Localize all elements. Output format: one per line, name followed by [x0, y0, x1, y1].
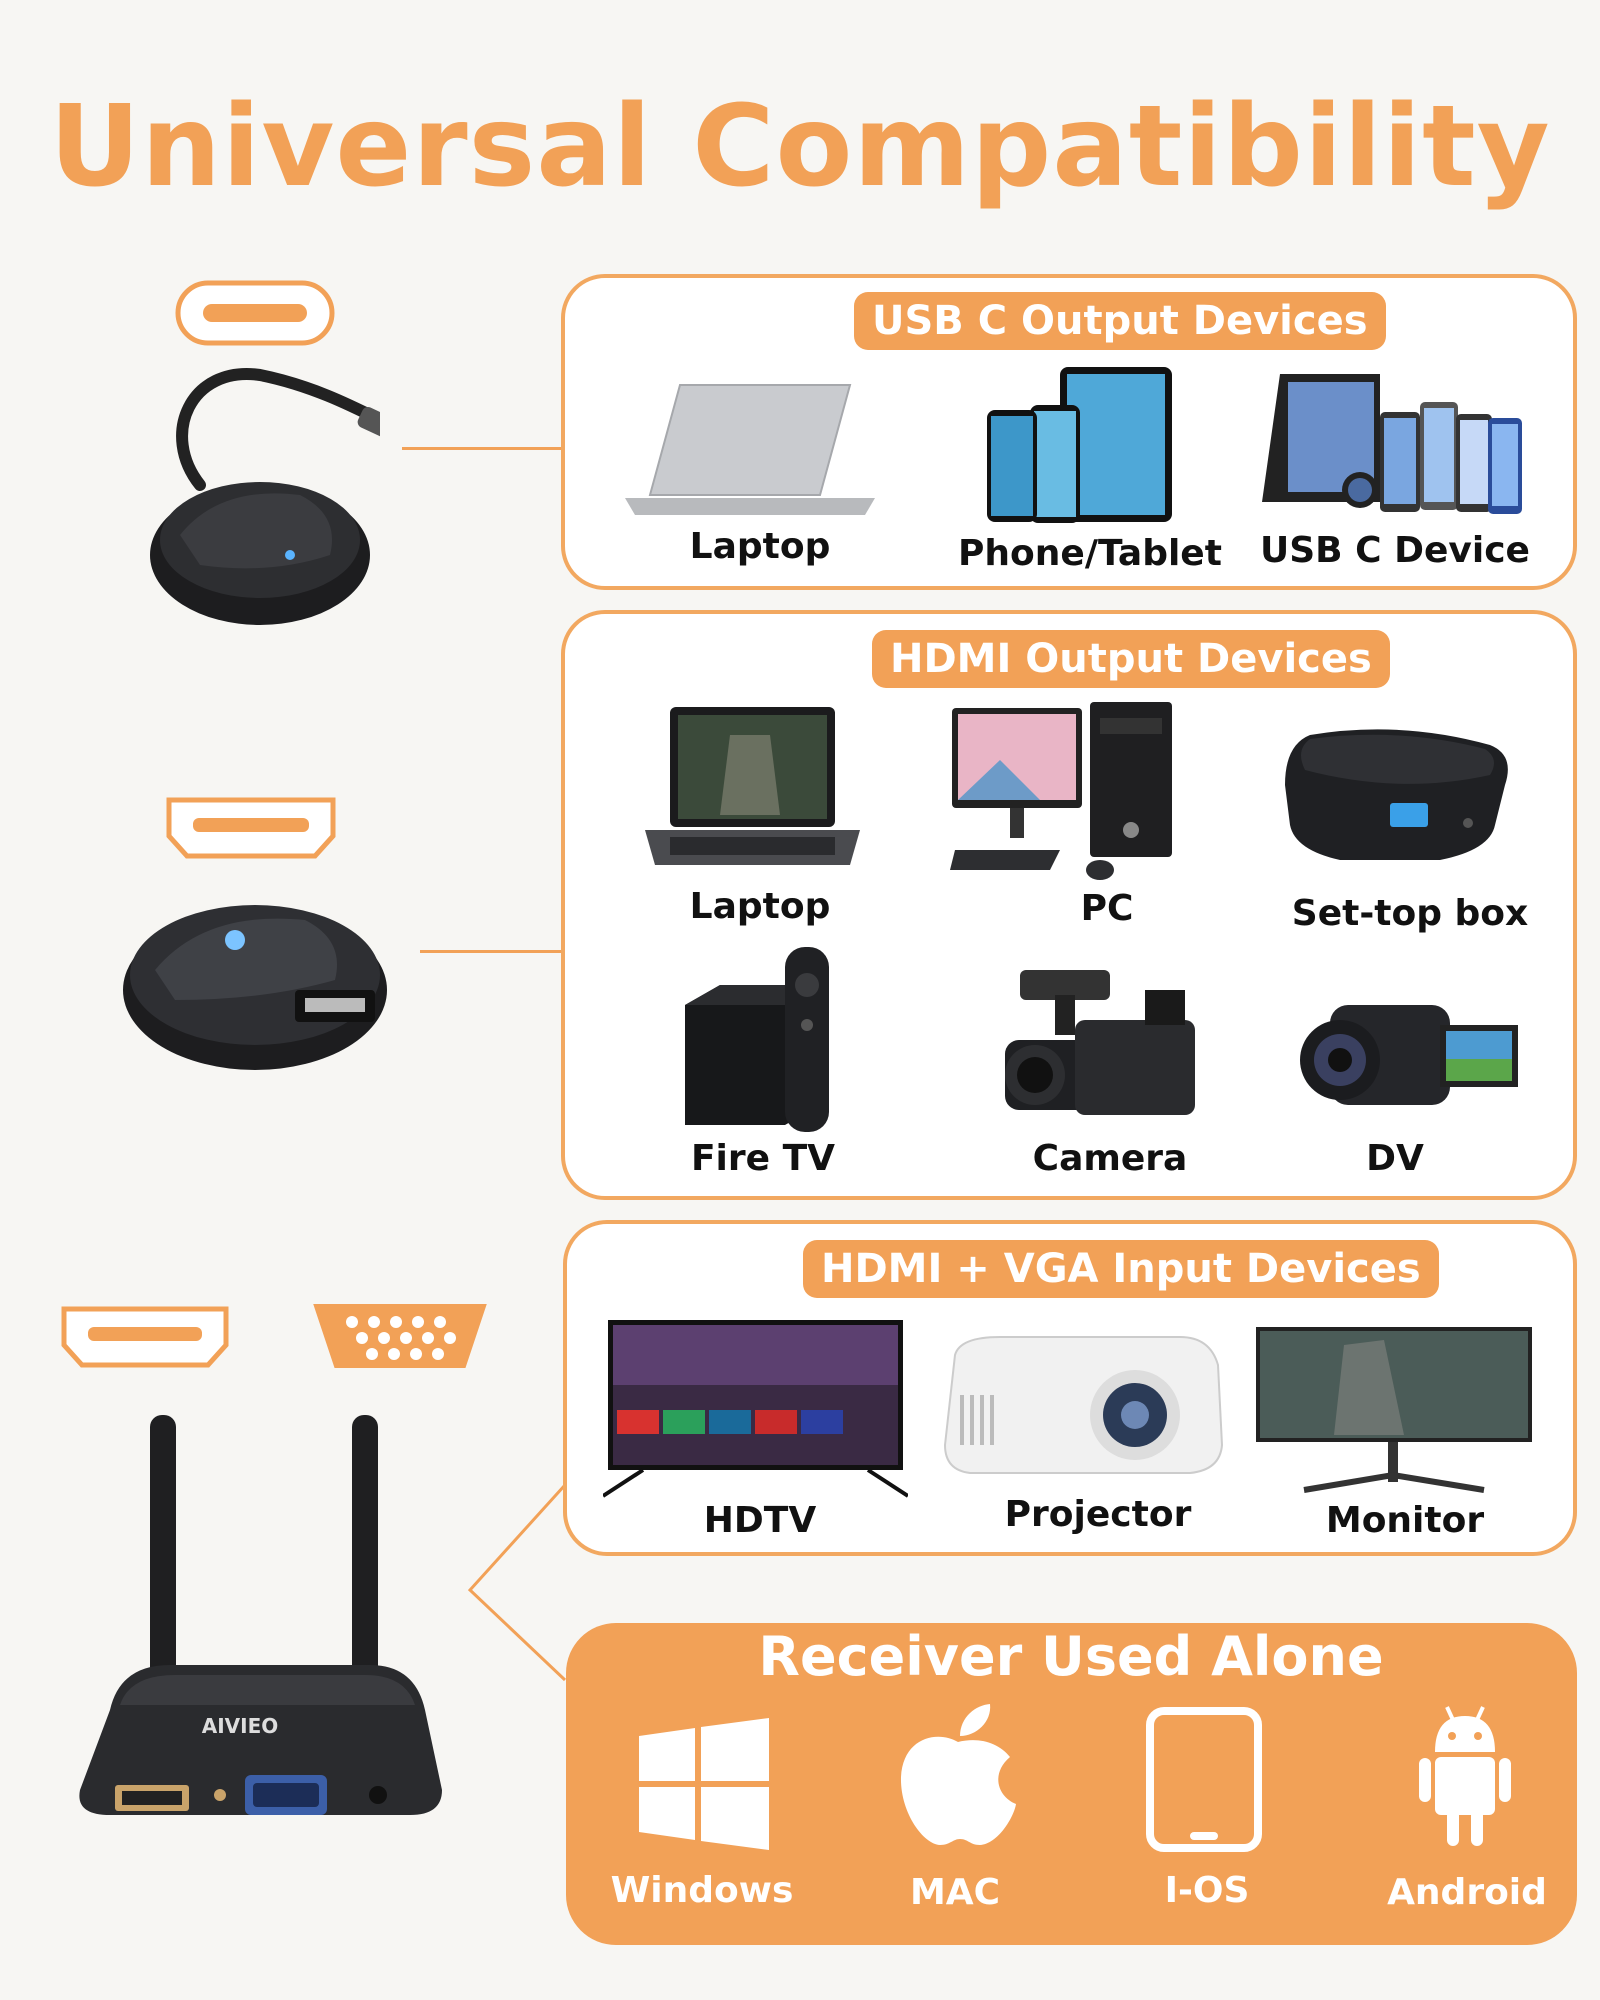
- camera-icon: [1005, 970, 1195, 1115]
- set-top-box-icon: [1285, 729, 1508, 860]
- device-label: Laptop: [689, 886, 831, 927]
- device-label: USB C Device: [1260, 530, 1530, 571]
- usb-c-panel-label: USB C Output Devices: [854, 292, 1386, 350]
- device-label: Laptop: [689, 526, 831, 567]
- device-label: Phone/Tablet: [958, 533, 1222, 574]
- connector-line-hdmi: [420, 950, 564, 953]
- tablet-icon: [1146, 1707, 1262, 1852]
- usb-c-port-icon: [175, 280, 335, 346]
- device-label: Camera: [1032, 1138, 1188, 1179]
- hdmi-output-panel-label: HDMI Output Devices: [872, 630, 1390, 688]
- hdmi-transmitter-icon: [123, 905, 387, 1070]
- device-label: HDTV: [703, 1500, 817, 1541]
- device-label: Fire TV: [690, 1138, 836, 1179]
- page-title: Universal Compatibility: [49, 82, 1551, 212]
- usb-c-transmitter-icon: [150, 368, 380, 625]
- device-label: Monitor: [1325, 1500, 1485, 1541]
- laptop-icon: [625, 384, 875, 515]
- phone-tablet-icon: [987, 367, 1172, 523]
- brand-logo: AIVIEO: [201, 1714, 279, 1738]
- connector-line-usbc: [402, 447, 562, 450]
- android-icon: [1419, 1706, 1511, 1846]
- tv-icon: [603, 1320, 908, 1498]
- device-label: Set-top box: [1291, 893, 1529, 934]
- input-panel-label: HDMI + VGA Input Devices: [803, 1240, 1439, 1298]
- os-label: Android: [1387, 1872, 1547, 1913]
- fire-tv-icon: [685, 947, 829, 1132]
- receiver-alone-title: Receiver Used Alone: [758, 1625, 1384, 1688]
- receiver-alone-panel: [566, 1623, 1577, 1945]
- desktop-pc-icon: [950, 702, 1172, 880]
- device-label: DV: [1366, 1138, 1424, 1179]
- vga-port-icon: [313, 1304, 487, 1368]
- connector-line-receiver: [467, 1483, 567, 1682]
- device-label: Projector: [1004, 1494, 1192, 1535]
- receiver-icon: [79, 1415, 442, 1815]
- camcorder-icon: [1300, 1005, 1518, 1105]
- hdmi-port-icon: [166, 797, 336, 859]
- os-label: Windows: [610, 1870, 794, 1911]
- monitor-icon: [1256, 1327, 1532, 1493]
- os-label: I-OS: [1164, 1870, 1250, 1911]
- laptop-icon: [645, 707, 860, 865]
- windows-icon: [639, 1718, 769, 1850]
- projector-icon: [943, 1336, 1224, 1474]
- hdmi-port-icon-receiver: [61, 1306, 229, 1368]
- apple-icon: [900, 1704, 1016, 1845]
- os-label: MAC: [909, 1872, 1001, 1913]
- usb-c-device-icon: [1262, 374, 1522, 514]
- device-label: PC: [1080, 888, 1134, 929]
